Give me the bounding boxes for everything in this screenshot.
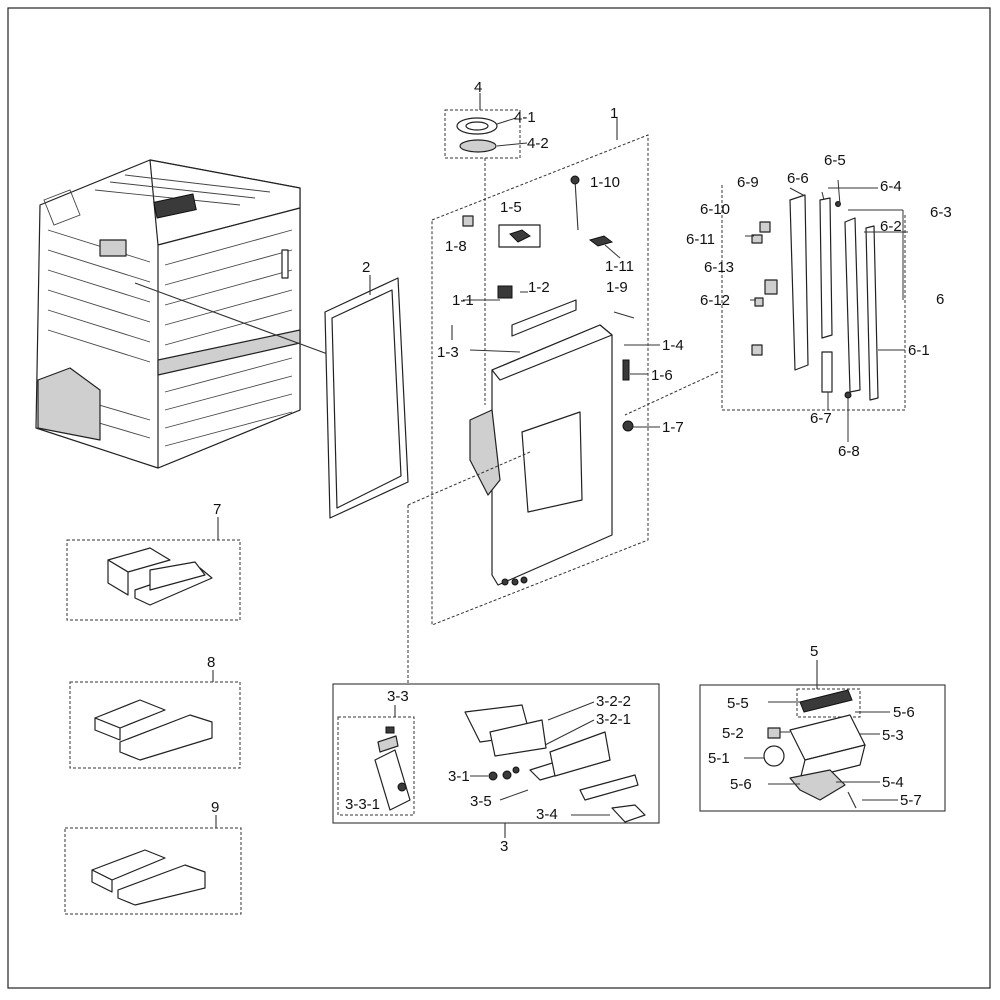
label-5-3: 5-3 bbox=[882, 727, 904, 744]
label-3-5: 3-5 bbox=[470, 793, 492, 810]
label-1: 1 bbox=[610, 105, 618, 122]
label-6-5: 6-5 bbox=[824, 152, 846, 169]
label-2: 2 bbox=[362, 259, 370, 276]
hinge-rail-group-6 bbox=[624, 179, 908, 442]
label-5-7: 5-7 bbox=[900, 792, 922, 809]
label-3-1: 3-1 bbox=[448, 768, 470, 785]
label-6-11: 6-11 bbox=[686, 231, 715, 248]
label-1-7: 1-7 bbox=[662, 419, 684, 436]
label-1-2: 1-2 bbox=[528, 279, 550, 296]
label-4-2: 4-2 bbox=[527, 135, 549, 152]
label-5: 5 bbox=[810, 643, 818, 660]
label-6-3: 6-3 bbox=[930, 204, 952, 221]
part-number-labels: 4 4-1 4-2 1 1-10 1-5 1-8 1-11 1-1 1-2 1-… bbox=[207, 79, 952, 855]
label-3-3: 3-3 bbox=[387, 688, 409, 705]
label-6-13: 6-13 bbox=[704, 259, 734, 276]
door-bin-9 bbox=[64, 815, 242, 915]
label-1-11: 1-11 bbox=[605, 258, 634, 275]
label-1-9: 1-9 bbox=[606, 279, 628, 296]
label-1-6: 1-6 bbox=[651, 367, 673, 384]
label-4: 4 bbox=[474, 79, 482, 96]
label-8: 8 bbox=[207, 654, 215, 671]
door-gasket bbox=[324, 275, 409, 519]
label-5-1: 5-1 bbox=[708, 750, 730, 767]
label-1-5: 1-5 bbox=[500, 199, 522, 216]
label-1-8: 1-8 bbox=[445, 238, 467, 255]
label-3-3-1: 3-3-1 bbox=[345, 796, 380, 813]
label-6-6: 6-6 bbox=[787, 170, 809, 187]
label-5-6-bottom: 5-6 bbox=[730, 776, 752, 793]
label-5-4: 5-4 bbox=[882, 774, 904, 791]
diagram-border bbox=[7, 7, 991, 989]
label-3-2-1: 3-2-1 bbox=[596, 711, 631, 728]
label-6-2: 6-2 bbox=[880, 218, 902, 235]
label-1-10: 1-10 bbox=[590, 174, 620, 191]
label-5-2: 5-2 bbox=[722, 725, 744, 742]
label-1-3: 1-3 bbox=[437, 344, 459, 361]
label-3-4: 3-4 bbox=[536, 806, 558, 823]
door-assembly-1 bbox=[431, 118, 660, 626]
label-6-9: 6-9 bbox=[737, 174, 759, 191]
label-1-1: 1-1 bbox=[452, 292, 474, 309]
label-3: 3 bbox=[500, 838, 508, 855]
ice-maker-group-5 bbox=[699, 660, 946, 812]
refrigerator-cabinet bbox=[35, 159, 399, 469]
label-5-6-top: 5-6 bbox=[893, 704, 915, 721]
label-1-4: 1-4 bbox=[662, 337, 684, 354]
label-6: 6 bbox=[936, 291, 944, 308]
door-bin-8 bbox=[69, 670, 241, 769]
label-6-12: 6-12 bbox=[700, 292, 730, 309]
label-6-1: 6-1 bbox=[908, 342, 930, 359]
dispenser-group-3 bbox=[332, 451, 660, 838]
label-6-10: 6-10 bbox=[700, 201, 730, 218]
label-5-5: 5-5 bbox=[727, 695, 749, 712]
label-6-8: 6-8 bbox=[838, 443, 860, 460]
label-6-4: 6-4 bbox=[880, 178, 902, 195]
label-4-1: 4-1 bbox=[514, 109, 536, 126]
label-3-2-2: 3-2-2 bbox=[596, 693, 631, 710]
label-6-7: 6-7 bbox=[810, 410, 832, 427]
label-9: 9 bbox=[211, 799, 219, 816]
door-bin-7 bbox=[66, 517, 241, 621]
label-7: 7 bbox=[213, 501, 221, 518]
